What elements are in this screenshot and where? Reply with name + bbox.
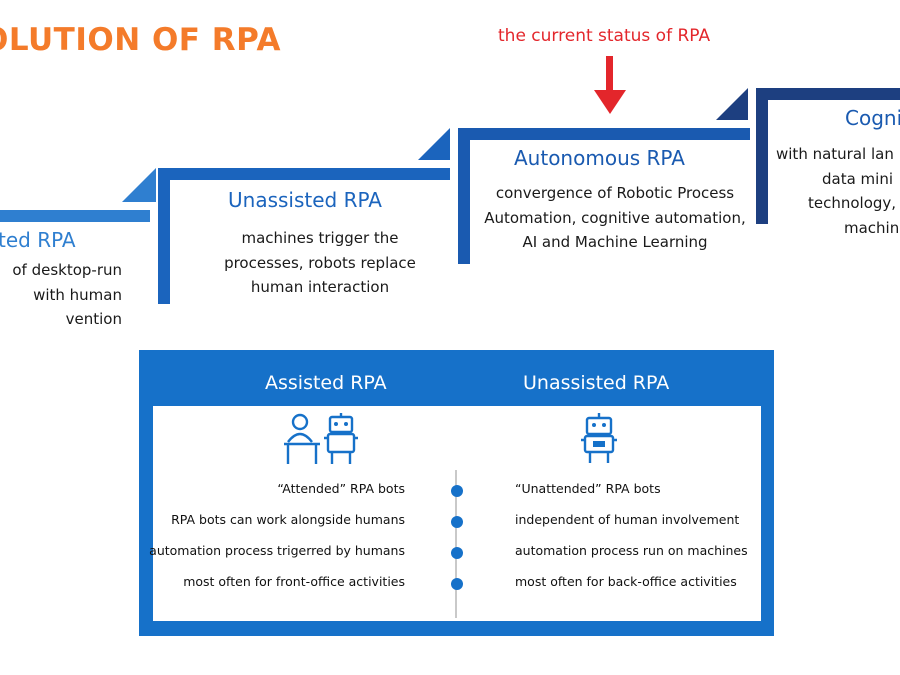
step-4-line: technology, (808, 194, 897, 212)
unassisted-row: automation process run on machines (515, 543, 748, 558)
current-status-callout: the current status of RPA (498, 26, 711, 46)
step-3-line: Automation, cognitive automation, (484, 208, 746, 227)
down-arrow-icon (606, 56, 613, 92)
bullet-dot (451, 578, 463, 590)
step-4-description: with natural lan data mini technology, m… (776, 142, 899, 240)
step-2-corner (418, 128, 450, 160)
robot-icon (581, 413, 617, 463)
step-4-riser (756, 88, 768, 224)
step-4-line: with natural lan (776, 145, 894, 163)
step-4-bar (756, 88, 900, 100)
unassisted-row: independent of human involvement (515, 512, 740, 527)
step-1-description: of desktop-run with human vention (12, 258, 122, 332)
step-1-bar (0, 210, 150, 222)
step-1-line: of desktop-run (12, 261, 122, 279)
assisted-rows: “Attended” RPA bots RPA bots can work al… (0, 0, 405, 675)
step-3-riser (458, 128, 470, 264)
assisted-row: automation process trigerred by humans (149, 543, 405, 558)
assisted-heading: Assisted RPA (265, 372, 387, 394)
person-at-desk-with-robot-icon (284, 413, 358, 464)
bullet-dot (451, 547, 463, 559)
assisted-row: most often for front-office activities (183, 574, 405, 589)
step-1-line: with human (33, 285, 122, 304)
unassisted-row: “Unattended” RPA bots (515, 481, 661, 496)
step-4-title: Cogni (845, 106, 900, 130)
comparison-divider (455, 470, 457, 618)
step-1-corner (122, 168, 156, 202)
step-3-title: Autonomous RPA (514, 146, 685, 170)
step-4-line: machin (844, 218, 900, 237)
step-2-riser (158, 168, 170, 304)
page-title: OLUTION OF RPA (0, 22, 282, 58)
step-2-description: machines trigger the processes, robots r… (205, 226, 435, 300)
step-3-line: AI and Machine Learning (522, 233, 708, 251)
step-3-bar (458, 128, 750, 140)
step-3-line: convergence of Robotic Process (495, 184, 735, 202)
step-4-line: data mini (822, 169, 894, 188)
step-1-title: ted RPA (0, 228, 76, 252)
step-3-corner (716, 88, 748, 120)
bullet-dot (451, 516, 463, 528)
step-2-line: machines trigger the (241, 229, 399, 247)
down-arrow-head (594, 90, 626, 114)
unassisted-row: most often for back-office activities (515, 574, 737, 589)
unassisted-heading: Unassisted RPA (523, 372, 670, 394)
step-2-title: Unassisted RPA (228, 188, 382, 212)
assisted-row: “Attended” RPA bots (277, 481, 405, 496)
step-2-line: human interaction (250, 278, 390, 296)
step-2-bar (158, 168, 450, 180)
bullet-dot (451, 485, 463, 497)
assisted-row: RPA bots can work alongside humans (171, 512, 405, 527)
step-1-line: vention (65, 310, 122, 328)
step-3-description: convergence of Robotic Process Automatio… (470, 181, 760, 255)
unassisted-rows: “Unattended” RPA bots independent of hum… (515, 0, 775, 675)
step-2-line: processes, robots replace (224, 253, 416, 272)
